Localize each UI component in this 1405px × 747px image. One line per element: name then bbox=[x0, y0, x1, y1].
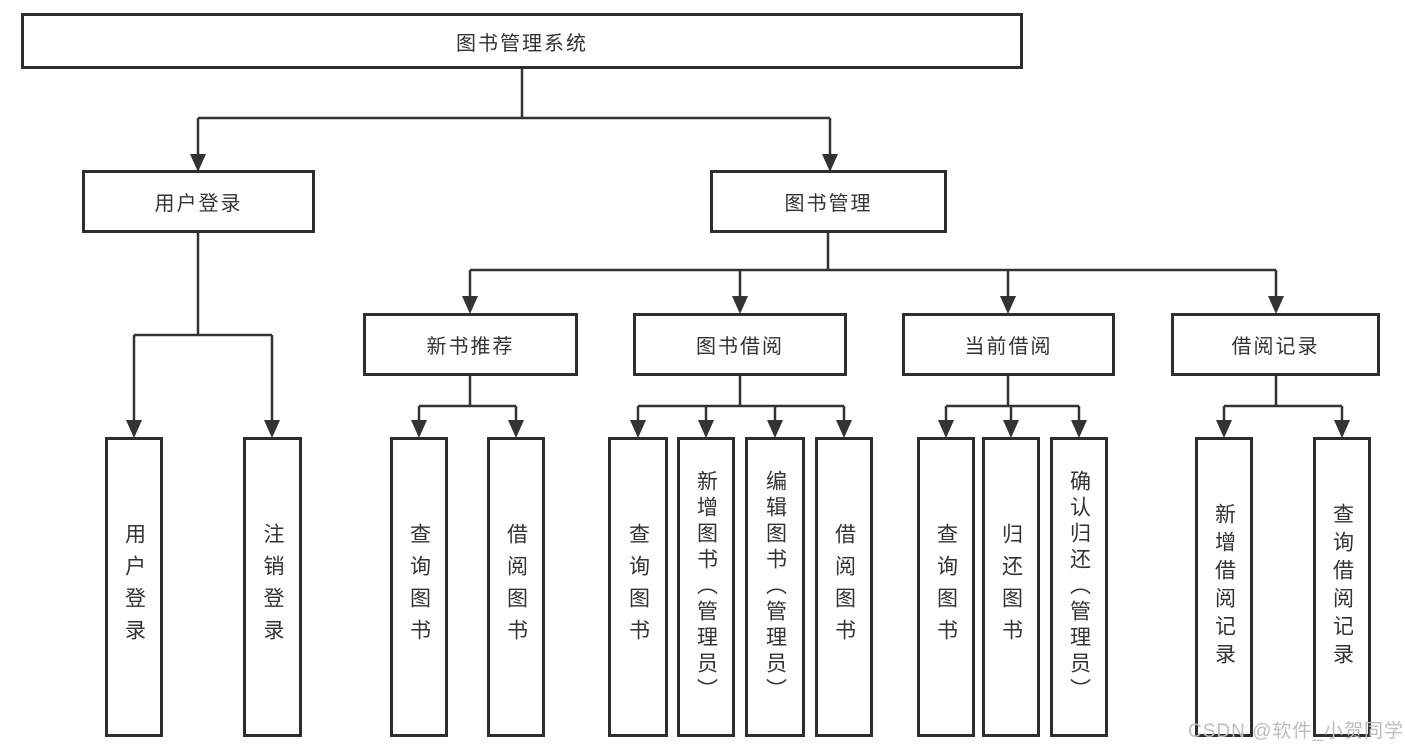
leaf-borrow-books-recommend: 借阅图书 bbox=[487, 437, 545, 737]
node-new-book-recommend: 新书推荐 bbox=[363, 313, 578, 376]
arrow-down-icon bbox=[1000, 296, 1016, 314]
node-label: 新增借阅记录 bbox=[1212, 503, 1236, 671]
node-book-management: 图书管理 bbox=[710, 170, 947, 233]
leaf-return-books: 归还图书 bbox=[982, 437, 1040, 737]
node-label: 确认归还（管理员） bbox=[1067, 470, 1091, 704]
arrow-down-icon bbox=[1334, 420, 1350, 438]
arrow-down-icon bbox=[836, 420, 852, 438]
node-label: 用户登录 bbox=[122, 523, 146, 651]
node-user-login: 用户登录 bbox=[82, 170, 315, 233]
arrow-down-icon bbox=[264, 420, 280, 438]
arrow-down-icon bbox=[732, 296, 748, 314]
node-label: 用户登录 bbox=[154, 193, 243, 215]
leaf-borrow-books: 借阅图书 bbox=[815, 437, 873, 737]
arrow-down-icon bbox=[1003, 420, 1019, 438]
node-label: 查询图书 bbox=[407, 523, 431, 651]
leaf-confirm-return-admin: 确认归还（管理员） bbox=[1050, 437, 1108, 737]
node-borrow-records: 借阅记录 bbox=[1171, 313, 1380, 376]
node-label: 查询图书 bbox=[934, 523, 958, 651]
node-label: 图书借阅 bbox=[696, 336, 784, 358]
leaf-query-books-recommend: 查询图书 bbox=[390, 437, 448, 737]
arrow-down-icon bbox=[462, 296, 478, 314]
node-label: 注销登录 bbox=[261, 523, 284, 651]
node-label: 新书推荐 bbox=[426, 336, 515, 358]
node-label: 借阅图书 bbox=[832, 523, 856, 651]
arrow-down-icon bbox=[508, 420, 524, 438]
node-label: 查询图书 bbox=[626, 523, 650, 651]
node-label: 当前借阅 bbox=[964, 336, 1053, 358]
arrow-down-icon bbox=[1268, 296, 1284, 314]
node-book-management-system: 图书管理系统 bbox=[21, 13, 1023, 69]
arrow-down-icon bbox=[822, 154, 838, 172]
leaf-logout: 注销登录 bbox=[243, 437, 302, 737]
leaf-query-books-borrow: 查询图书 bbox=[608, 437, 668, 737]
node-label: 借阅图书 bbox=[504, 523, 528, 651]
node-label: 编辑图书（管理员） bbox=[763, 470, 787, 704]
leaf-add-books-admin: 新增图书（管理员） bbox=[677, 437, 735, 737]
node-current-borrow: 当前借阅 bbox=[902, 313, 1115, 376]
arrow-down-icon bbox=[1071, 420, 1087, 438]
arrow-down-icon bbox=[190, 154, 206, 172]
arrow-down-icon bbox=[411, 420, 427, 438]
node-label: 查询借阅记录 bbox=[1330, 503, 1354, 671]
arrow-down-icon bbox=[1216, 420, 1232, 438]
csdn-watermark: CSDN @软件_小贺同学 bbox=[1188, 721, 1404, 742]
node-label: 归还图书 bbox=[999, 523, 1023, 651]
arrow-down-icon bbox=[938, 420, 954, 438]
node-label: 新增图书（管理员） bbox=[694, 470, 718, 704]
leaf-query-books-current: 查询图书 bbox=[917, 437, 975, 737]
node-book-borrow: 图书借阅 bbox=[633, 313, 847, 376]
arrow-down-icon bbox=[630, 420, 646, 438]
leaf-edit-books-admin: 编辑图书（管理员） bbox=[745, 437, 805, 737]
node-label: 借阅记录 bbox=[1231, 336, 1320, 358]
leaf-query-borrow-record: 查询借阅记录 bbox=[1313, 437, 1371, 737]
arrow-down-icon bbox=[767, 420, 783, 438]
node-label: 图书管理 bbox=[784, 193, 873, 215]
leaf-user-login: 用户登录 bbox=[105, 437, 163, 737]
node-label: 图书管理系统 bbox=[456, 32, 588, 55]
arrow-down-icon bbox=[126, 420, 142, 438]
arrow-down-icon bbox=[698, 420, 714, 438]
leaf-add-borrow-record: 新增借阅记录 bbox=[1195, 437, 1253, 737]
